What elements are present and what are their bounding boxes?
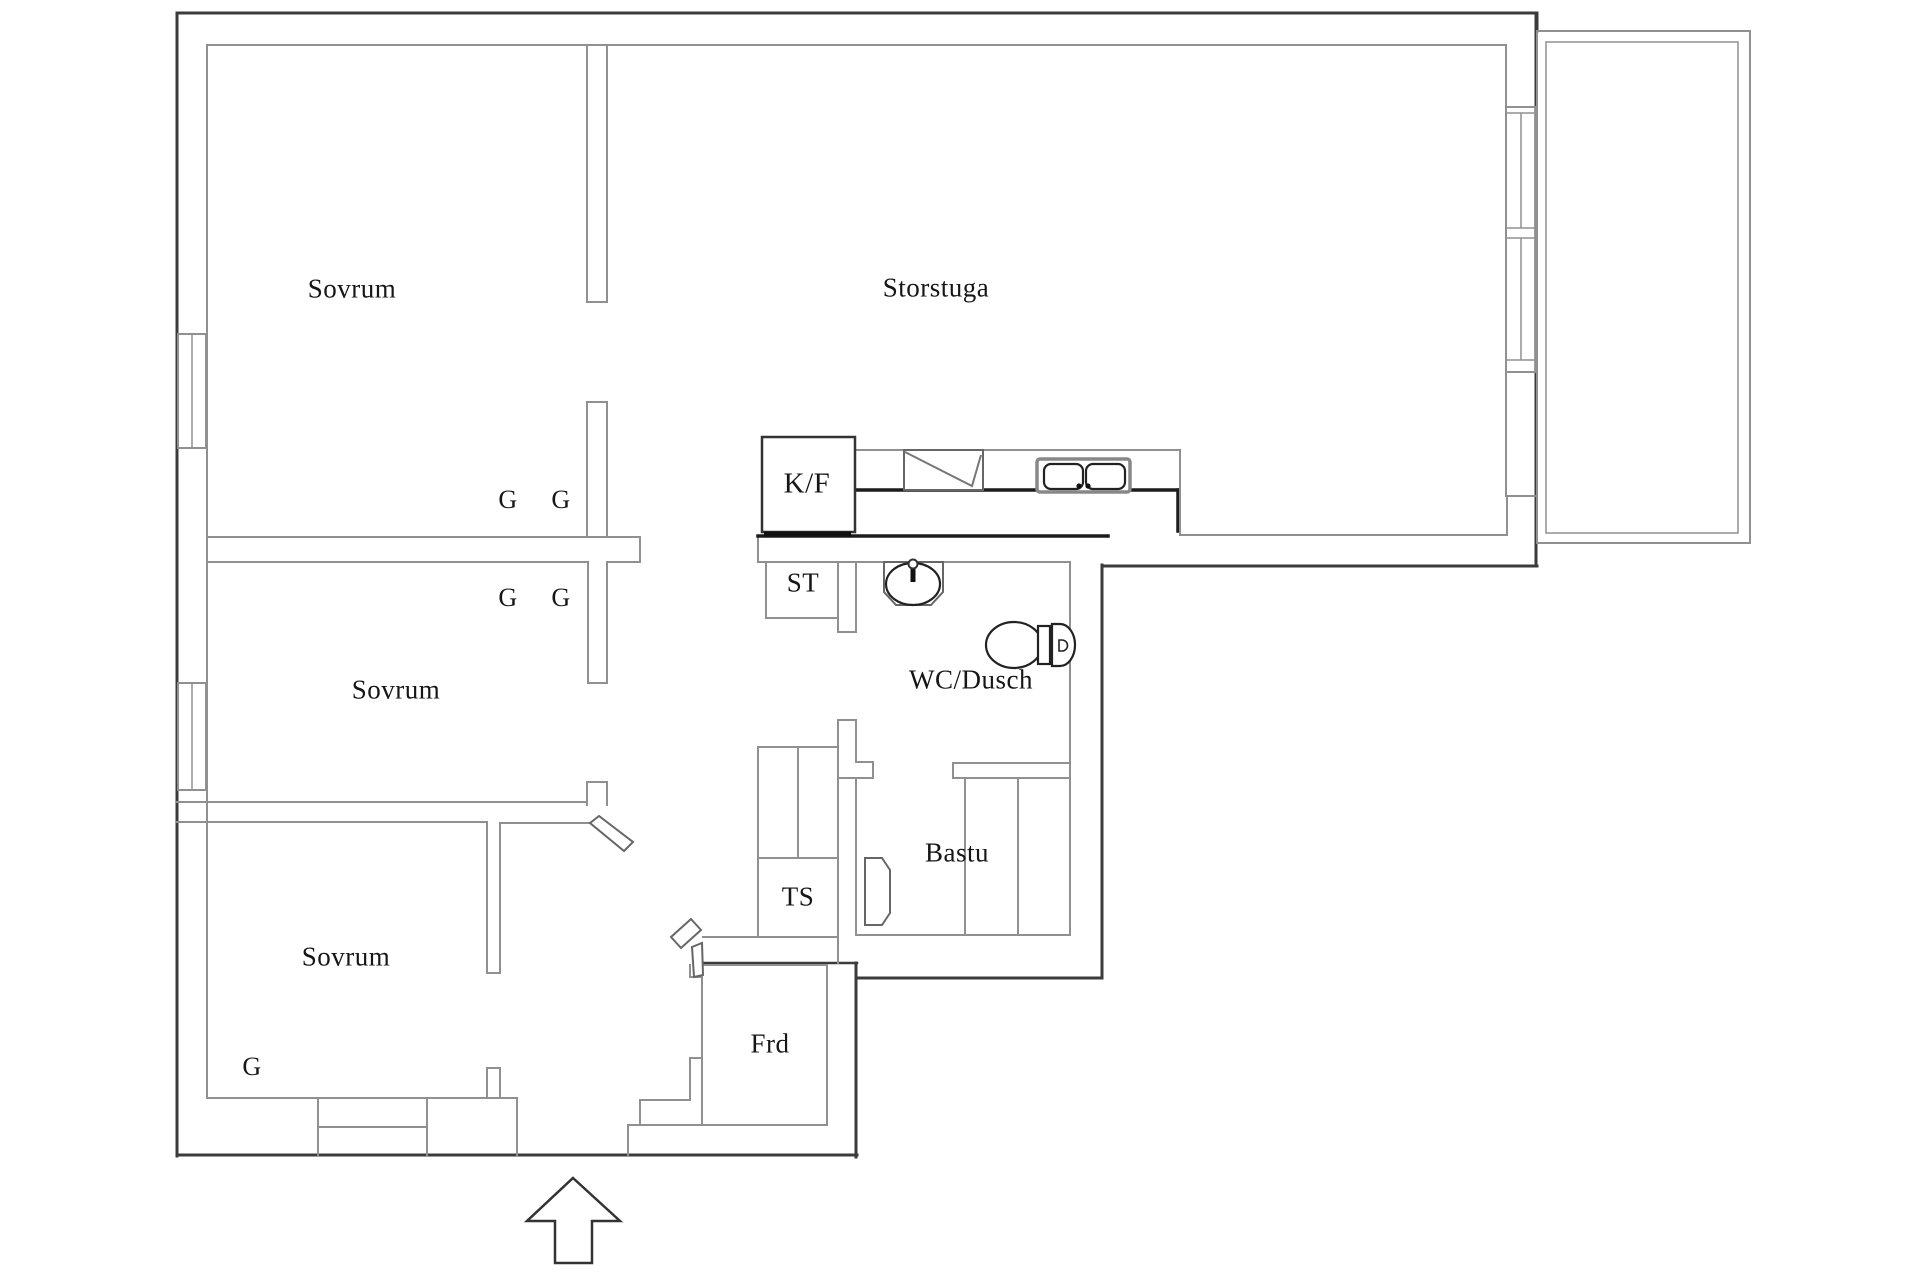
room-label-storstuga: Storstuga: [882, 272, 990, 303]
room-label-frd: Frd: [750, 1028, 790, 1059]
closet-label-g: G: [498, 485, 518, 514]
room-label-sovrum-bottom: Sovrum: [301, 941, 391, 972]
closet-label-g: G: [551, 485, 571, 514]
room-label-ts: TS: [781, 881, 815, 912]
entrance-arrow-icon: [523, 1176, 624, 1265]
kitchen-sink-icon: [1035, 457, 1132, 494]
bathroom-sink-icon: [883, 558, 944, 607]
room-label-st: ST: [786, 567, 820, 598]
door-leaf-icon: [669, 917, 705, 979]
sauna-door-icon: [864, 857, 891, 926]
window-icon: [177, 106, 1537, 791]
room-label-bastu: Bastu: [924, 837, 990, 868]
room-label-kf: K/F: [783, 467, 831, 500]
room-label-sovrum-top: Sovrum: [307, 273, 397, 304]
closet-label-g: G: [242, 1052, 262, 1081]
closet-label-g: G: [551, 583, 571, 612]
balcony-outline: [1536, 30, 1751, 544]
fridge-freezer-box: [760, 435, 857, 537]
closet-label-g: G: [498, 583, 518, 612]
door-leaf-icon: [588, 814, 635, 853]
toilet-icon: [984, 620, 1077, 670]
kitchen-area: [756, 435, 1181, 538]
stove-icon: [903, 449, 984, 491]
room-label-wc-dusch: WC/Dusch: [909, 664, 1033, 695]
room-label-sovrum-middle: Sovrum: [351, 674, 441, 705]
